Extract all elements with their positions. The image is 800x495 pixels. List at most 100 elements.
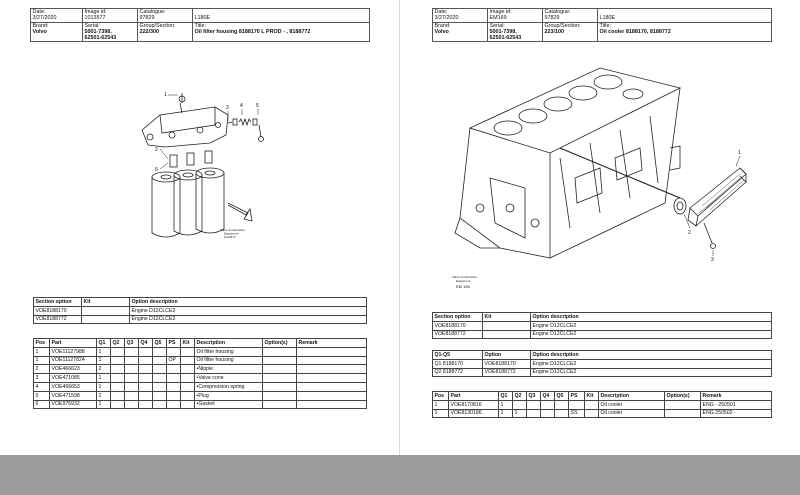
column-header: Remark — [296, 338, 367, 348]
column-header: Section option — [432, 312, 483, 322]
oil-filter-housing-drawing: 1 2 6 3 4 5 Volvo Construction Equipment… — [141, 92, 264, 239]
serial-label: Serial: — [489, 22, 505, 29]
table-cell — [152, 373, 167, 383]
table-cell: VOE11127988 — [49, 346, 97, 357]
table-cell: ENG - 250501 — [700, 399, 772, 410]
header-row: Date:3/27/2020 Image id:EM169 Catalogue:… — [432, 8, 772, 23]
table-cell — [138, 346, 153, 357]
column-header: Option description — [530, 350, 772, 360]
table-cell: VOE466623 — [49, 364, 97, 375]
table-cell: VOE8188772 — [432, 329, 483, 340]
housing-body — [141, 106, 229, 148]
table-cell — [138, 390, 153, 401]
column-header: Kit — [81, 297, 130, 307]
table-cell — [584, 408, 599, 419]
column-header: Kit — [180, 338, 195, 348]
table-cell: 1 — [33, 346, 50, 357]
title-cell: Title:Oil filter housing 8188170 L PROD … — [192, 21, 370, 43]
table-cell: Oil filter housing — [194, 346, 263, 357]
table-cell — [482, 320, 531, 331]
engine-block-deck — [468, 67, 682, 154]
model-cell: .L180E — [597, 8, 772, 23]
column-header: Option(s) — [664, 391, 701, 401]
table-cell — [152, 364, 167, 375]
callout-1: 1 — [164, 92, 167, 98]
table-cell: VOE976932 — [49, 399, 97, 410]
table-cell: 1 — [512, 408, 527, 419]
table-cell — [124, 346, 139, 357]
serial-cell: Serial:5001-7398,62501-62543 — [82, 21, 138, 43]
catalogue-cell: Catalogue:97829 — [542, 8, 598, 23]
table-cell: •Compression spring — [194, 381, 263, 392]
table-cell — [138, 381, 153, 392]
table-cell: 1 — [498, 408, 513, 419]
table-cell: VOE8188170 — [482, 358, 531, 369]
table-cell: 4 — [33, 381, 50, 392]
table-cell: Q2 8188772 — [432, 367, 483, 378]
table-row: VOE8188170 Engine D12CLCE2 — [33, 305, 367, 316]
column-header: Q1 — [498, 391, 513, 401]
right-header-table: Date:3/27/2020 Image id:EM169 Catalogue:… — [432, 8, 772, 43]
table-header-row: Pos Part Q1 Q2 Q3 Q4 Q5 PS Kit Descripti… — [33, 338, 367, 348]
right-catalog-page: Date:3/27/2020 Image id:EM169 Catalogue:… — [400, 0, 800, 455]
group-label: Group/Section: — [139, 22, 176, 29]
table-cell: 2 — [33, 364, 50, 375]
callout-4: 4 — [240, 103, 243, 109]
group-value: 222/300 — [139, 28, 160, 35]
model-value: L180E — [194, 15, 211, 22]
left-catalog-page: Date:3/27/2020 Image id:1013577 Catalogu… — [0, 0, 400, 455]
table-cell: Engine D12CLCE2 — [129, 314, 367, 325]
group-cell: Group/Section:223/100 — [542, 21, 598, 43]
table-cell — [540, 399, 555, 410]
table-cell — [664, 408, 701, 419]
table-cell — [262, 346, 297, 357]
model-value: L180E — [599, 15, 616, 22]
gasket — [673, 197, 687, 215]
catalogue-label: Catalogue: — [139, 9, 166, 15]
column-header: Option(s) — [262, 338, 297, 348]
column-header: Q5 — [554, 391, 569, 401]
date-value: 3/27/2020 — [434, 15, 459, 22]
right-q-options-table: Q1-Q5 Option Option description Q1 81881… — [432, 350, 772, 378]
table-cell — [124, 399, 139, 410]
title-label: Title: — [194, 22, 206, 29]
table-cell — [296, 399, 367, 410]
column-header: Section option — [33, 297, 82, 307]
column-header: Q3 — [526, 391, 541, 401]
table-cell: 1 — [432, 408, 449, 419]
table-cell — [296, 355, 367, 366]
left-parts-table: Pos Part Q1 Q2 Q3 Q4 Q5 PS Kit Descripti… — [33, 338, 367, 410]
serial-value: 62501-62543 — [84, 35, 117, 42]
serial-label: Serial: — [84, 22, 100, 29]
table-cell — [110, 381, 125, 392]
callout-2: 2 — [688, 230, 691, 236]
brand-value: Volvo — [434, 28, 449, 35]
callout-2: 2 — [155, 147, 158, 153]
table-cell — [482, 329, 531, 340]
table-cell: 6 — [33, 399, 50, 410]
table-row: VOE8188772 Engine D12CLCE2 — [432, 329, 772, 340]
table-cell — [296, 373, 367, 383]
date-label: Date: — [434, 9, 448, 15]
table-cell: 1 — [96, 355, 111, 366]
table-cell — [262, 355, 297, 366]
table-row: VOE8188772 Engine D12CLCE2 — [33, 314, 367, 325]
header-row: Brand:Volvo Serial:5001-7398,62501-62543… — [30, 21, 370, 43]
table-cell — [180, 346, 195, 357]
column-header: Kit — [482, 312, 531, 322]
table-cell — [110, 355, 125, 366]
table-cell: •Valve cone — [194, 373, 263, 383]
image-id-cell: Image id:1013577 — [82, 8, 138, 23]
brand-value: Volvo — [32, 28, 47, 35]
table-cell: VOE466653 — [49, 381, 97, 392]
right-section-option-table: Section option Kit Option description VO… — [432, 312, 772, 340]
brand-cell: Brand:Volvo — [432, 21, 488, 43]
table-cell — [152, 381, 167, 392]
table-cell — [110, 373, 125, 383]
table-cell — [152, 346, 167, 357]
column-header: Q2 — [512, 391, 527, 401]
header-row: Brand:Volvo Serial:5001-7398,62501-62543… — [432, 21, 772, 43]
